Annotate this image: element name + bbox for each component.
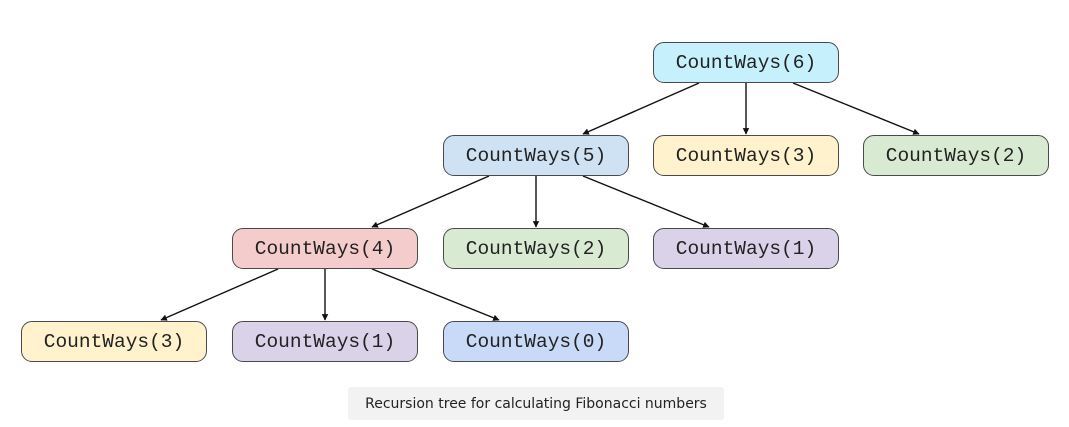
edge-n4-n3b bbox=[160, 268, 279, 321]
node-n0: CountWays(0) bbox=[443, 321, 629, 362]
node-n3a: CountWays(3) bbox=[653, 135, 839, 176]
node-n2b: CountWays(2) bbox=[443, 228, 629, 269]
node-n2a: CountWays(2) bbox=[863, 135, 1049, 176]
edge-n5-n4 bbox=[371, 175, 490, 228]
node-n4: CountWays(4) bbox=[232, 228, 418, 269]
edge-n4-n0 bbox=[371, 268, 500, 321]
node-n1b: CountWays(1) bbox=[232, 321, 418, 362]
node-n3b: CountWays(3) bbox=[21, 321, 207, 362]
edge-n6-n2a bbox=[792, 82, 920, 135]
node-n1a: CountWays(1) bbox=[653, 228, 839, 269]
node-n6: CountWays(6) bbox=[653, 42, 839, 83]
edge-n5-n1a bbox=[582, 175, 710, 228]
edge-n6-n5 bbox=[582, 82, 700, 135]
node-n5: CountWays(5) bbox=[443, 135, 629, 176]
diagram-caption: Recursion tree for calculating Fibonacci… bbox=[348, 387, 724, 420]
